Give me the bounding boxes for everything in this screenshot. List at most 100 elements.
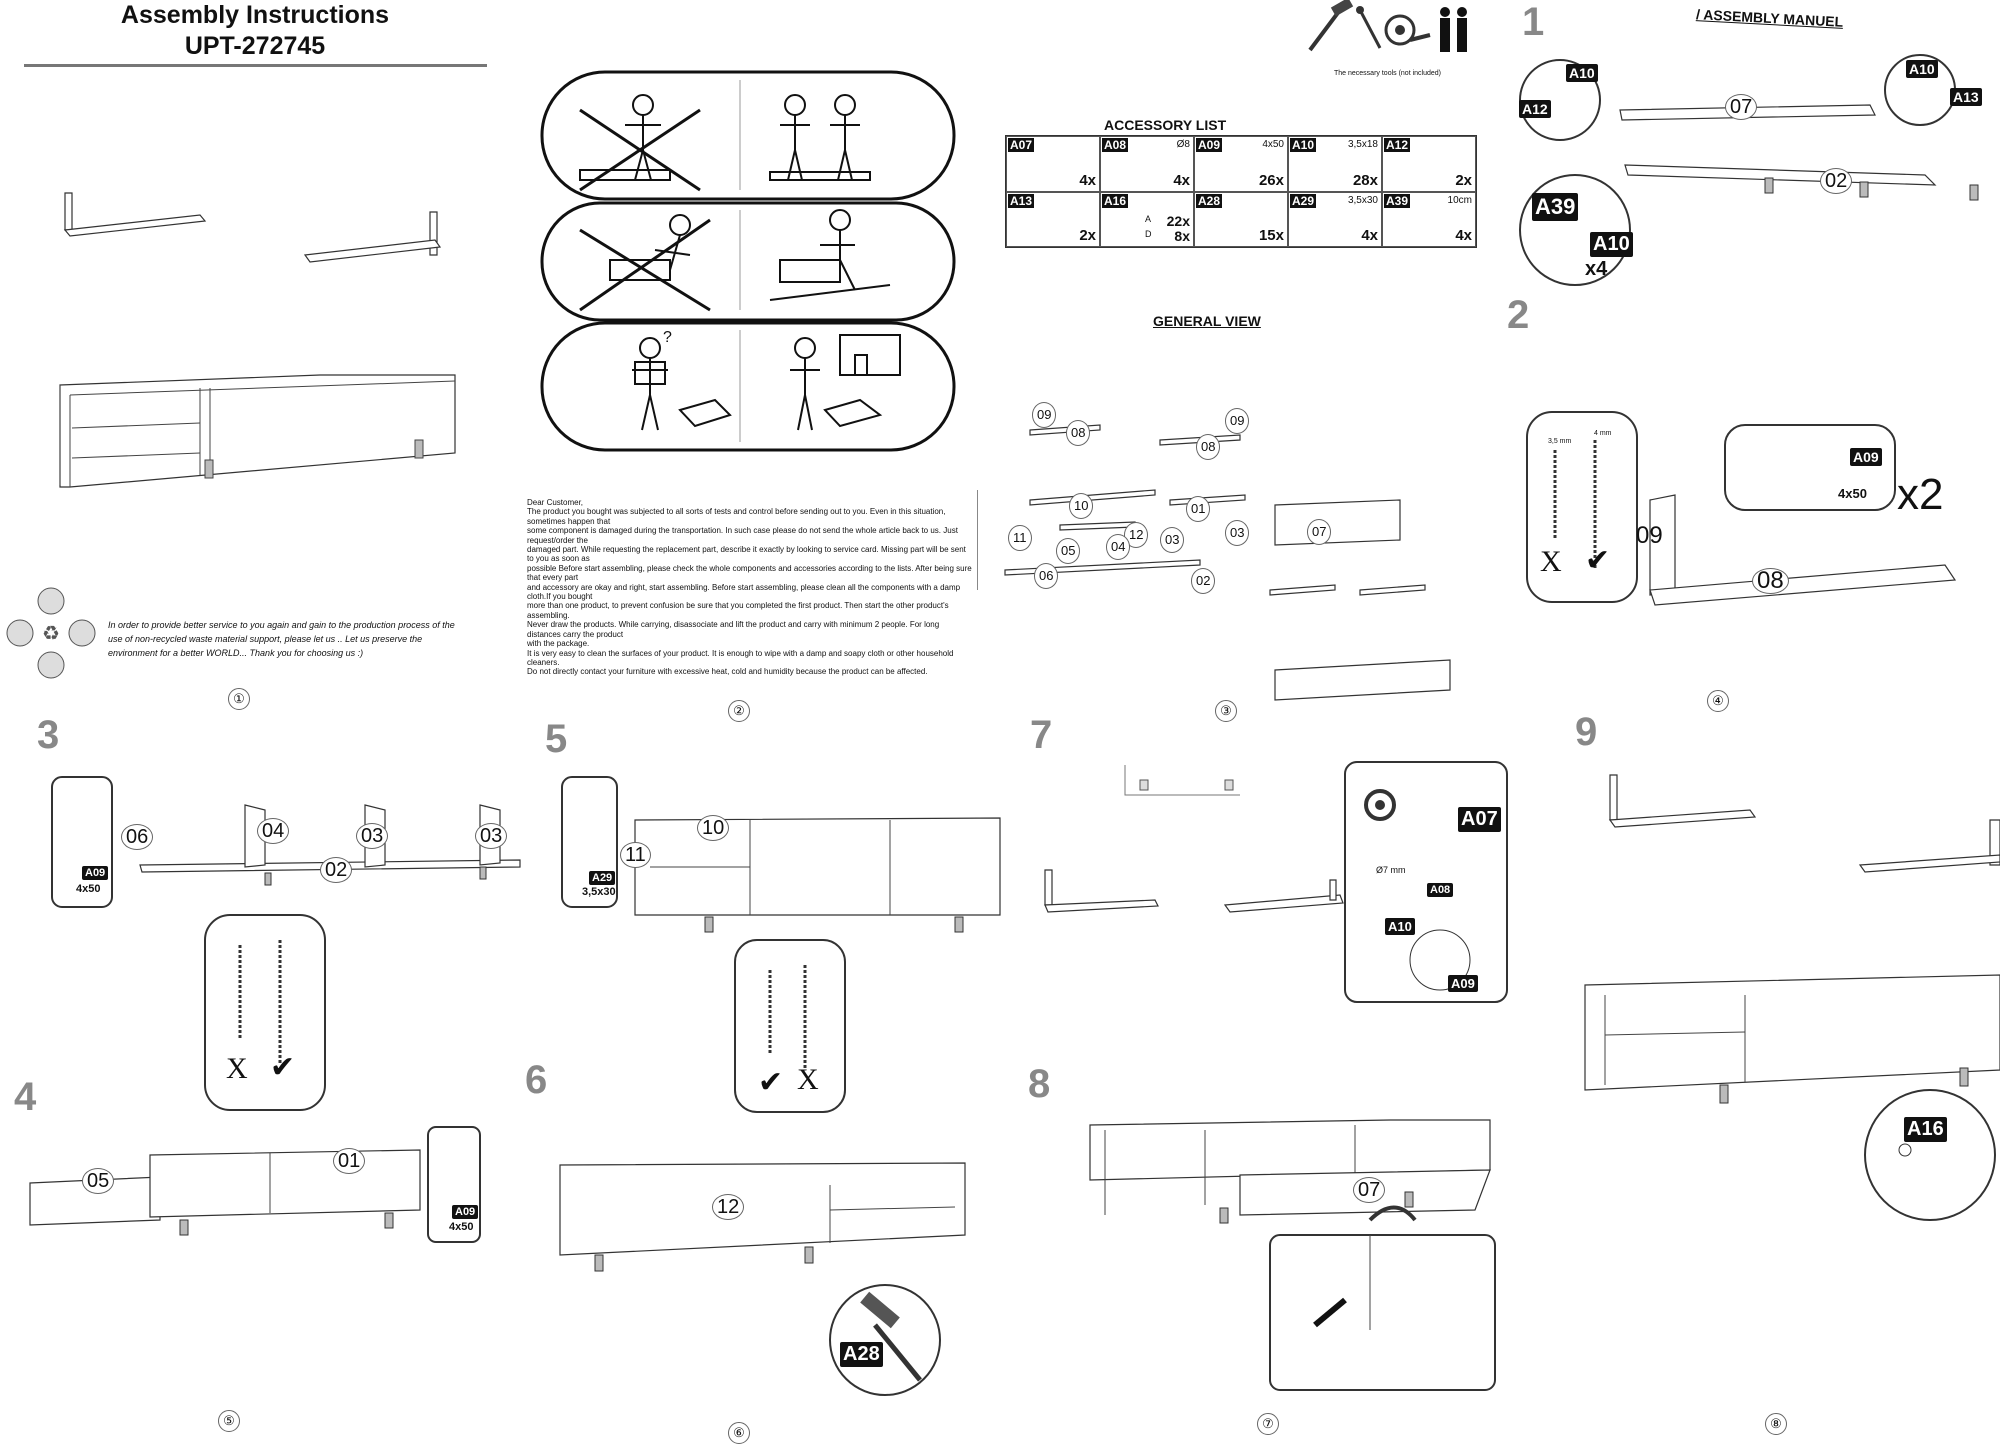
- qty-a: 22x: [1166, 213, 1190, 229]
- hardware-tag: A16: [1904, 1117, 1947, 1142]
- customer-note-line: Never draw the products. While carrying,…: [527, 620, 940, 639]
- two-people-icon: [1440, 7, 1467, 52]
- part-label: 05: [1056, 538, 1081, 564]
- customer-note-line: and accessory are okay and right, start …: [527, 582, 961, 602]
- customer-note-greeting: Dear Customer,: [527, 498, 584, 507]
- accessory-qty: 2x: [1455, 171, 1472, 189]
- accessory-size: Ø8: [1176, 139, 1190, 150]
- part-label: 03: [475, 823, 508, 849]
- part-label: 01: [333, 1148, 366, 1174]
- part-label: 05: [82, 1168, 115, 1194]
- hardware-tag: A10: [1566, 64, 1598, 82]
- step-number: 7: [1030, 713, 1053, 757]
- size-label: 4x50: [449, 1221, 474, 1233]
- page-divider: [977, 490, 978, 590]
- part-label: 07: [1307, 519, 1332, 545]
- hardware-tag: A10: [1385, 918, 1415, 935]
- size-label: 4x50: [1838, 486, 1867, 501]
- assembly-manuel-heading: / ASSEMBLY MANUEL: [1695, 6, 1844, 30]
- hardware-tag: A10: [1590, 232, 1633, 257]
- hardware-tag: A08: [1427, 883, 1454, 897]
- customer-note: Dear Customer, The product you bought wa…: [527, 498, 972, 677]
- right-mark: ✔: [758, 1066, 784, 1099]
- qty-d: 8x: [1174, 228, 1190, 244]
- page-number-1: ①: [228, 688, 250, 710]
- general-view-heading: GENERAL VIEW: [1153, 313, 1261, 329]
- hardware-tag: A12: [1519, 100, 1551, 118]
- part-label: 08: [1066, 420, 1091, 446]
- right-mark: ✔: [270, 1051, 296, 1084]
- variant-a-label: A: [1145, 214, 1152, 224]
- accessory-list-heading: ACCESSORY LIST: [1104, 117, 1227, 133]
- screw-size-label: 4 mm: [1594, 430, 1612, 437]
- part-label: 10: [697, 815, 730, 841]
- hardware-tag: A09: [1448, 975, 1478, 992]
- svg-text:♻: ♻: [42, 623, 60, 645]
- page-number-5: ⑤: [218, 1410, 240, 1432]
- part-label: 11: [1008, 525, 1032, 551]
- hardware-tag: A09: [1850, 448, 1882, 466]
- step-number: 2: [1507, 293, 1530, 337]
- accessory-code: A08: [1102, 138, 1129, 152]
- cover-illustration: [59, 192, 456, 488]
- step-number: 3: [37, 713, 60, 757]
- hardware-tag: A07: [1458, 807, 1501, 832]
- customer-note-line: damaged part. While requesting the repla…: [527, 545, 966, 564]
- step-number: 8: [1028, 1062, 1051, 1106]
- step-number: 1: [1522, 0, 1545, 44]
- eco-note: In order to provide better service to yo…: [108, 620, 455, 658]
- step-5-diagram: [561, 776, 1001, 1113]
- step-8-diagram: [1089, 1119, 1496, 1391]
- accessory-code: A39: [1384, 193, 1411, 208]
- part-label: 02: [1820, 168, 1853, 194]
- title-line-2: UPT-272745: [184, 32, 326, 60]
- accessory-size: 4x50: [1262, 139, 1284, 150]
- size-label: 3,5x30: [582, 886, 616, 898]
- step-number: 5: [545, 717, 568, 761]
- hammer-icon: [1308, 0, 1354, 52]
- part-label: 03: [356, 823, 389, 849]
- recycle-cycle-icon: ♻: [6, 587, 96, 679]
- screwdriver-icon: [1356, 6, 1382, 49]
- accessory-qty: 4x: [1361, 227, 1378, 244]
- part-label: 09: [1225, 408, 1250, 434]
- hardware-tag: A13: [1950, 88, 1982, 106]
- quantity-label: x4: [1585, 258, 1608, 280]
- tools-icons: [1308, 0, 1467, 52]
- accessory-code: A16: [1102, 193, 1129, 208]
- accessory-qty: 4x: [1455, 227, 1472, 244]
- title-line-1: Assembly Instructions: [120, 1, 390, 29]
- hardware-tag: A29: [589, 871, 616, 885]
- accessory-size: 3,5x30: [1347, 194, 1378, 206]
- accessory-code: A13: [1008, 193, 1035, 208]
- hardware-tag: A10: [1906, 60, 1938, 78]
- step-number: 6: [525, 1058, 548, 1102]
- document-title: Assembly Instructions UPT-272745: [20, 0, 490, 62]
- wrong-mark: X: [797, 1063, 819, 1096]
- step-6-diagram: [559, 1162, 966, 1396]
- wall-shelf-left: [63, 192, 207, 237]
- hammer-icon: [860, 1291, 922, 1382]
- step-9-diagram: [1584, 774, 2000, 1221]
- part-label: 04: [257, 818, 290, 844]
- part-label: 08: [1196, 434, 1221, 460]
- accessory-size: 3,5x18: [1347, 139, 1378, 150]
- wrong-mark: X: [226, 1052, 248, 1085]
- customer-note-line: possible Before start assembling, please…: [527, 563, 972, 583]
- drill-size-label: Ø7 mm: [1376, 865, 1406, 875]
- customer-note-line: The product you bought was subjected to …: [527, 507, 946, 526]
- title-rule: [24, 64, 487, 67]
- part-label: 08: [1752, 568, 1789, 594]
- customer-note-line: some component is damaged during the tra…: [527, 526, 958, 545]
- hardware-tag: A39: [1532, 193, 1579, 221]
